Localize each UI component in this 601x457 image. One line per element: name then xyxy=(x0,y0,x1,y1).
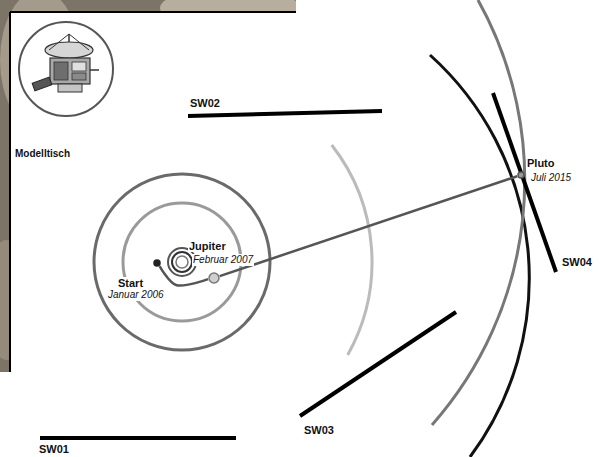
marker-dot xyxy=(518,172,524,178)
orbit-arc xyxy=(432,0,525,425)
model-table-circle: Modelltisch xyxy=(17,20,115,118)
panel-border xyxy=(9,12,11,372)
orbit-arc xyxy=(430,55,529,457)
marker-dot xyxy=(154,260,160,266)
diagram-panel xyxy=(296,0,601,14)
panel-border xyxy=(10,11,296,13)
model-table-label: Modelltisch xyxy=(14,148,71,160)
marker-shape xyxy=(153,259,161,267)
planet-marker: JupiterFebruar 2007 xyxy=(208,272,220,284)
sw-label: SW03 xyxy=(303,424,335,436)
date-label: Januar 2006 xyxy=(107,289,165,301)
spacecraft-illustration xyxy=(17,20,115,118)
sw-label: SW01 xyxy=(38,443,70,455)
planet-marker: StartJanuar 2006 xyxy=(153,259,161,267)
planet-name: Pluto xyxy=(526,157,556,169)
planet-name: Jupiter xyxy=(188,240,227,252)
date-label: Februar 2007 xyxy=(192,254,254,266)
sw-bar xyxy=(40,436,236,440)
marker-shape xyxy=(517,171,525,179)
marker-shape xyxy=(208,272,220,284)
orbit-ring xyxy=(94,174,270,350)
sun-symbol xyxy=(176,256,188,268)
sw-bar xyxy=(188,111,382,116)
diagram-panel xyxy=(10,12,601,457)
diagram-panel xyxy=(0,372,12,457)
orbit-ring xyxy=(172,252,192,272)
orbit-arc xyxy=(332,145,372,355)
sw-label: SW02 xyxy=(189,97,221,109)
trajectory-line xyxy=(160,266,208,286)
planet-name: Start xyxy=(117,277,144,289)
planet-marker: PlutoJuli 2015 xyxy=(517,171,525,179)
date-label: Juli 2015 xyxy=(530,172,572,184)
marker-dot xyxy=(209,273,219,283)
trajectory-line xyxy=(220,176,518,276)
sw-label: SW04 xyxy=(561,256,593,268)
sw-bar xyxy=(300,312,456,416)
